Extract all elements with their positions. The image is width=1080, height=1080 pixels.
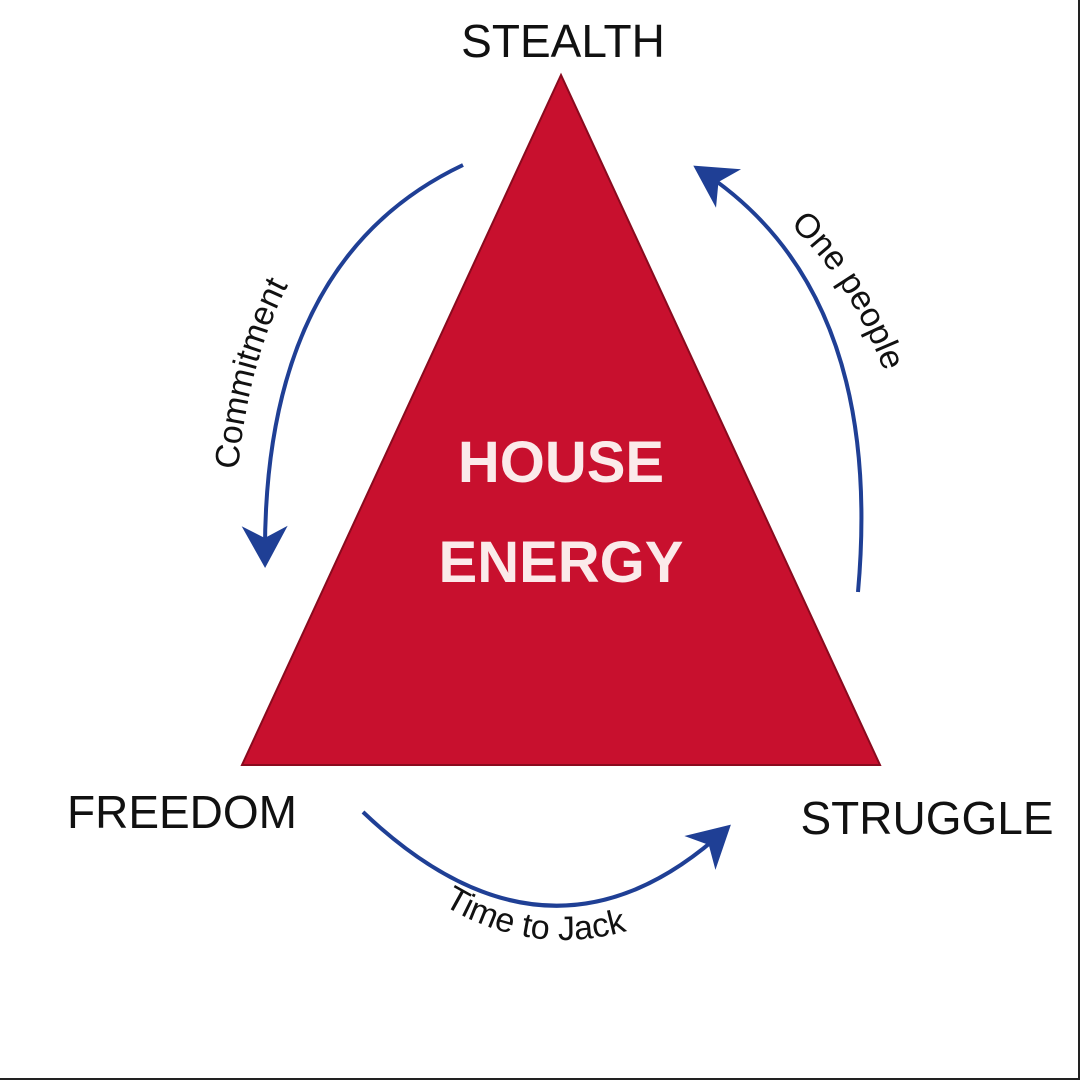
arrow-label-left-text: Commitment xyxy=(208,271,295,471)
arrow-label-bottom-text: Time to Jack xyxy=(439,879,630,948)
arrow-label-right-text: One people xyxy=(784,204,912,375)
triangle xyxy=(240,72,882,766)
arrow-left xyxy=(241,163,464,568)
center-label-line1: HOUSE xyxy=(458,430,664,495)
center-label-line2: ENERGY xyxy=(439,530,684,595)
arrow-label-right: One people xyxy=(784,204,912,375)
arrow-bottom xyxy=(361,810,731,908)
vertex-label-bottom-left: FREEDOM xyxy=(67,786,297,838)
arrow-label-left: Commitment xyxy=(208,271,295,471)
arrow-label-bottom: Time to Jack xyxy=(439,879,630,948)
vertex-label-bottom-right: STRUGGLE xyxy=(800,792,1053,844)
arrow-right xyxy=(693,165,864,593)
vertex-label-top: STEALTH xyxy=(461,15,665,67)
